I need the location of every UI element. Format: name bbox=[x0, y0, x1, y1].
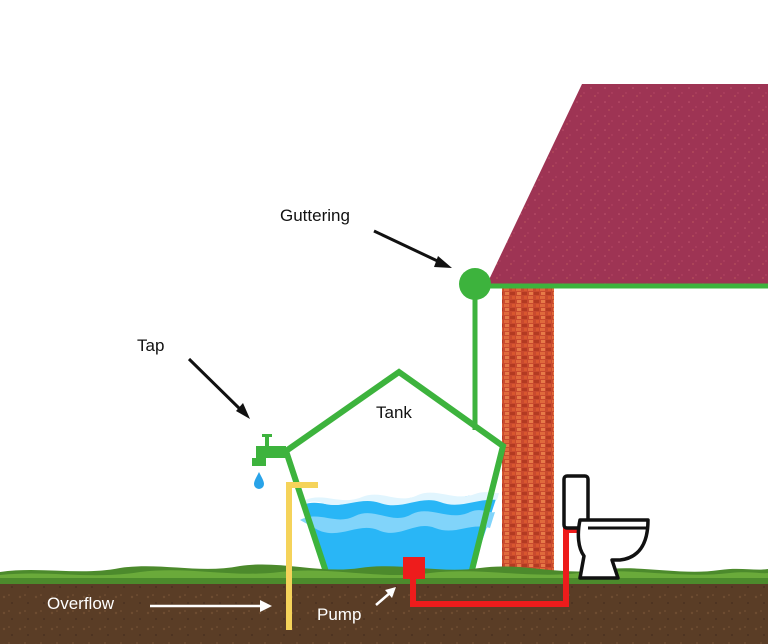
tap-label: Tap bbox=[137, 336, 165, 355]
pump-arrow bbox=[375, 587, 396, 606]
grass-highlight bbox=[0, 570, 768, 578]
tank-water-waves bbox=[300, 510, 495, 534]
brick-wall bbox=[502, 288, 554, 580]
tap-arrow bbox=[187, 357, 250, 419]
gutter bbox=[459, 268, 491, 300]
tank-label: Tank bbox=[376, 403, 412, 422]
pump-label: Pump bbox=[317, 605, 362, 624]
house-roof bbox=[486, 84, 768, 286]
overflow-pipe bbox=[286, 482, 318, 630]
water-drop-icon bbox=[254, 472, 264, 489]
overflow-label: Overflow bbox=[47, 594, 115, 613]
guttering-arrow bbox=[373, 229, 452, 268]
overflow-arrow bbox=[150, 600, 272, 612]
toilet bbox=[562, 474, 650, 580]
soil bbox=[0, 575, 768, 644]
tap-icon bbox=[252, 434, 286, 466]
pump-pipe bbox=[410, 527, 578, 607]
grass bbox=[0, 564, 768, 584]
guttering-label: Guttering bbox=[280, 206, 350, 225]
pump bbox=[403, 557, 425, 579]
tank-water bbox=[302, 495, 497, 578]
tank-outline bbox=[282, 368, 507, 581]
tank-water-crest bbox=[303, 492, 499, 506]
